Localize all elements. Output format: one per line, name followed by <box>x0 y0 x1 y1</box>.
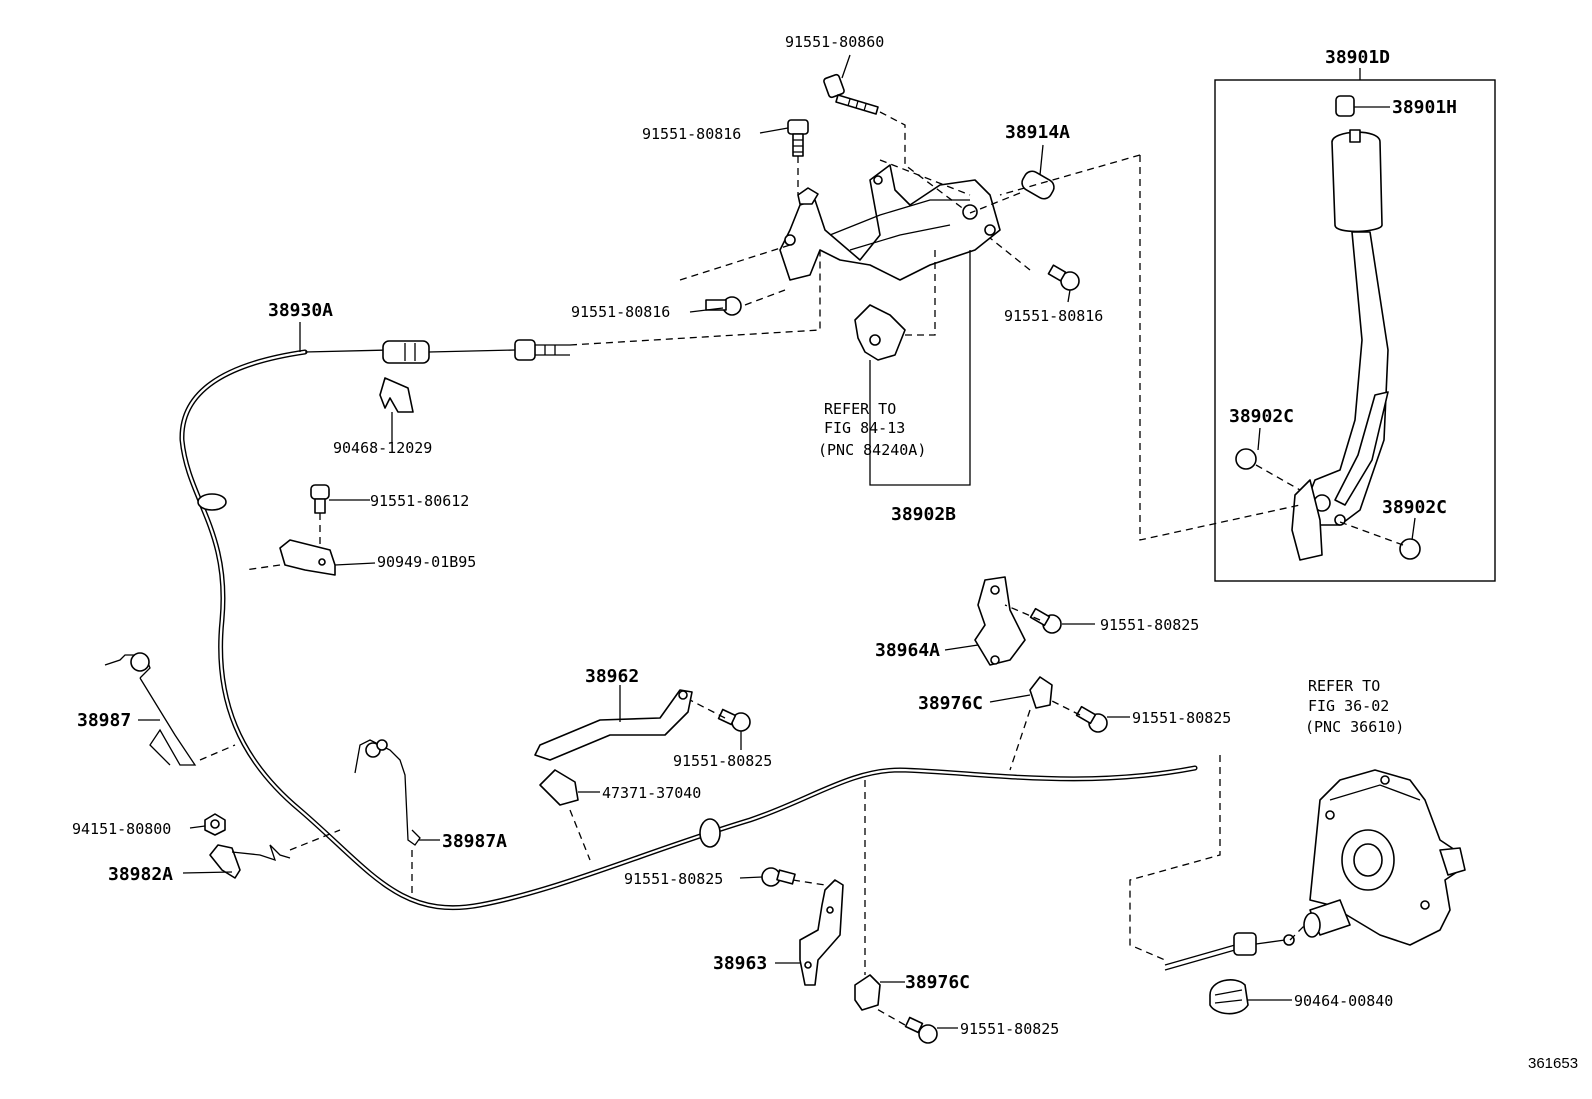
bracket-38964A <box>974 576 1026 666</box>
label-91551-80816-top: 91551-80816 <box>642 125 741 143</box>
label-91551-80860: 91551-80860 <box>785 33 884 51</box>
ref1-line1: REFER TO <box>824 400 896 418</box>
ref1-line3: (PNC 84240A) <box>818 441 926 459</box>
bolt-91551-80825-e <box>904 1016 938 1044</box>
label-38963: 38963 <box>713 953 767 974</box>
ref2-line1: REFER TO <box>1308 677 1380 695</box>
part-labels: 91551-80860 91551-80816 38914A 91551-808… <box>72 33 1457 1038</box>
label-91551-80816-right: 91551-80816 <box>1004 307 1103 325</box>
label-38964A: 38964A <box>875 640 940 661</box>
label-91551-80816-left: 91551-80816 <box>571 303 670 321</box>
label-38902C-upper: 38902C <box>1229 406 1294 427</box>
bolt-91551-80825-a <box>1029 607 1062 634</box>
cable-clamp-84240A <box>854 304 906 361</box>
bolt-91551-80612 <box>310 484 330 514</box>
clip-90468-12029 <box>379 377 414 413</box>
label-91551-80825-a: 91551-80825 <box>1100 616 1199 634</box>
bolt-91551-80825-d <box>761 867 796 887</box>
label-38902C-lower: 38902C <box>1382 497 1447 518</box>
clip-47371-37040 <box>539 769 579 806</box>
clip-38976C-upper <box>1029 676 1053 709</box>
label-38982A: 38982A <box>108 864 173 885</box>
label-38914A: 38914A <box>1005 122 1070 143</box>
label-91551-80612: 91551-80612 <box>370 492 469 510</box>
label-38976C-upper: 38976C <box>918 693 983 714</box>
bolt-91551-80825-c <box>717 708 751 732</box>
figure-id: 361653 <box>1528 1055 1578 1072</box>
label-91551-80825-d: 91551-80825 <box>624 870 723 888</box>
clip-38987 <box>104 652 197 766</box>
cable-end-right <box>1164 932 1295 971</box>
bracket-38902B <box>779 164 1001 281</box>
bolt-91551-80825-b <box>1075 705 1108 733</box>
label-90464-00840: 90464-00840 <box>1294 992 1393 1010</box>
label-90468-12029: 90468-12029 <box>333 439 432 457</box>
clamp-90464-00840 <box>1209 979 1249 1015</box>
label-94151-80800: 94151-80800 <box>72 820 171 838</box>
label-91551-80825-b: 91551-80825 <box>1132 709 1231 727</box>
reference-note-84-13: REFER TO FIG 84-13 (PNC 84240A) <box>818 400 926 459</box>
clamp-90949-01B95 <box>279 539 336 576</box>
bolt-91551-80816-top <box>787 119 809 157</box>
bolt-91551-80860 <box>823 73 879 115</box>
ref1-line2: FIG 84-13 <box>824 419 905 437</box>
label-38901D: 38901D <box>1325 47 1390 68</box>
collar-38914A <box>1021 170 1055 200</box>
label-38987: 38987 <box>77 710 131 731</box>
label-38962: 38962 <box>585 666 639 687</box>
ref2-line2: FIG 36-02 <box>1308 697 1389 715</box>
cable-38930A <box>179 339 1198 911</box>
leader-lines <box>138 54 1416 1029</box>
clip-38976C-lower <box>854 974 881 1011</box>
label-38930A: 38930A <box>268 300 333 321</box>
clip-38987A <box>354 739 421 846</box>
nut-94151-80800 <box>204 813 226 836</box>
reference-note-36-02: REFER TO FIG 36-02 (PNC 36610) <box>1305 677 1404 736</box>
bolt-91551-80816-left <box>705 296 742 316</box>
label-47371-37040: 47371-37040 <box>602 784 701 802</box>
label-38987A: 38987A <box>442 831 507 852</box>
clip-38982A <box>209 844 291 879</box>
label-91551-80825-e: 91551-80825 <box>960 1020 1059 1038</box>
lever-assembly-38901D <box>1214 79 1496 582</box>
dashed-leaders <box>199 111 1404 1026</box>
bolt-91551-80816-right <box>1047 264 1080 291</box>
label-38901H: 38901H <box>1392 97 1457 118</box>
label-38902B: 38902B <box>891 504 956 525</box>
ref2-line3: (PNC 36610) <box>1305 718 1404 736</box>
label-90949-01B95: 90949-01B95 <box>377 553 476 571</box>
label-38976C-lower: 38976C <box>905 972 970 993</box>
label-91551-80825-c: 91551-80825 <box>673 752 772 770</box>
bracket-38963 <box>799 879 844 986</box>
transmission-housing-36610 <box>1303 769 1466 946</box>
bracket-38962 <box>534 689 693 761</box>
